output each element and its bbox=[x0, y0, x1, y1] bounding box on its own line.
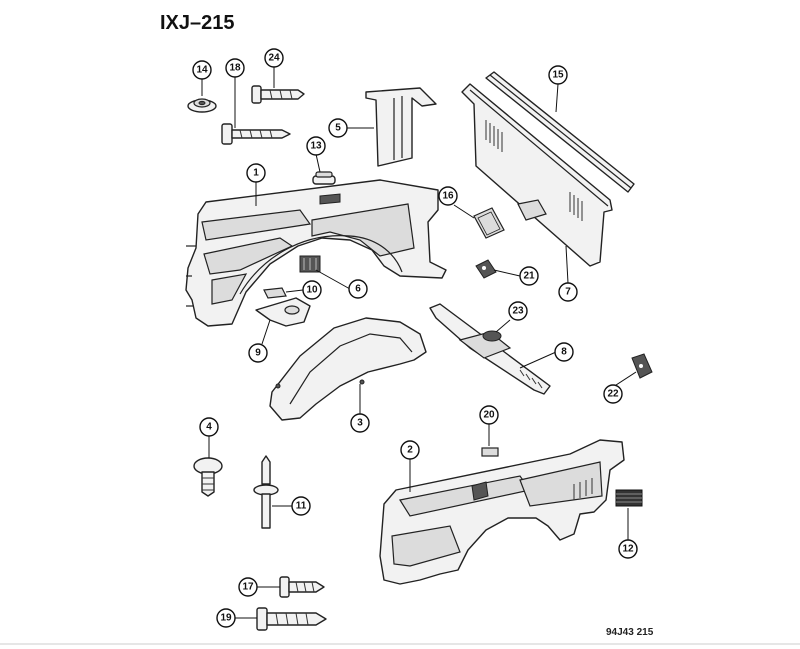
callout-16: 16 bbox=[438, 186, 458, 206]
callout-19: 19 bbox=[216, 608, 236, 628]
part-20-clip bbox=[481, 447, 499, 457]
part-11-rivet bbox=[253, 455, 279, 529]
part-14-retainer bbox=[187, 98, 217, 113]
part-22-clip bbox=[631, 353, 653, 379]
callout-22: 22 bbox=[603, 384, 623, 404]
callout-21-label: 21 bbox=[523, 271, 535, 282]
callout-23: 23 bbox=[508, 301, 528, 321]
callout-24: 24 bbox=[264, 48, 284, 68]
callout-12-label: 12 bbox=[622, 544, 634, 555]
part-19-screw bbox=[256, 607, 327, 631]
part-15-weatherstrip bbox=[485, 71, 635, 193]
callout-5-label: 5 bbox=[335, 123, 341, 134]
part-12-grille bbox=[615, 489, 643, 507]
callout-8-label: 8 bbox=[561, 347, 567, 358]
part-18-screw bbox=[221, 123, 291, 145]
callout-1: 1 bbox=[246, 163, 266, 183]
callout-2: 2 bbox=[400, 440, 420, 460]
part-1-quarter-trim-upper bbox=[185, 179, 447, 327]
callout-13-label: 13 bbox=[310, 141, 322, 152]
callout-21: 21 bbox=[519, 266, 539, 286]
callout-10: 10 bbox=[302, 280, 322, 300]
part-21-clip bbox=[475, 259, 497, 279]
part-6-pad bbox=[299, 255, 321, 273]
diagram-title: IXJ–215 bbox=[160, 12, 235, 34]
callout-19-label: 19 bbox=[220, 613, 232, 624]
part-16-pad bbox=[473, 207, 505, 239]
part-23-cap bbox=[482, 330, 502, 342]
part-4-push-pin bbox=[193, 457, 223, 497]
callout-20-label: 20 bbox=[483, 410, 495, 421]
callout-6-label: 6 bbox=[355, 284, 361, 295]
callout-4-label: 4 bbox=[206, 422, 212, 433]
callout-9-label: 9 bbox=[255, 348, 261, 359]
callout-23-label: 23 bbox=[512, 306, 524, 317]
callout-13: 13 bbox=[306, 136, 326, 156]
callout-16-label: 16 bbox=[442, 191, 454, 202]
callout-10-label: 10 bbox=[306, 285, 318, 296]
part-24-screw bbox=[251, 85, 305, 104]
vent-hatch-upper bbox=[485, 120, 503, 152]
callout-18-label: 18 bbox=[229, 63, 241, 74]
callout-5: 5 bbox=[328, 118, 348, 138]
callout-15-label: 15 bbox=[552, 70, 564, 81]
part-2-quarter-trim-lower bbox=[379, 439, 625, 585]
callout-3-label: 3 bbox=[357, 418, 363, 429]
callout-12: 12 bbox=[618, 539, 638, 559]
callout-18: 18 bbox=[225, 58, 245, 78]
leader-lines bbox=[201, 66, 637, 619]
part-5-bracket bbox=[365, 87, 437, 167]
part-10-tab bbox=[263, 287, 287, 299]
part-17-screw bbox=[279, 576, 325, 598]
callout-7: 7 bbox=[558, 282, 578, 302]
diagram-code: 94J43 215 bbox=[606, 627, 654, 638]
callout-9: 9 bbox=[248, 343, 268, 363]
callout-14-label: 14 bbox=[196, 65, 208, 76]
part-7-liftgate-panel bbox=[461, 83, 613, 267]
callout-2-label: 2 bbox=[407, 445, 413, 456]
callout-20: 20 bbox=[479, 405, 499, 425]
callout-3: 3 bbox=[350, 413, 370, 433]
callout-7-label: 7 bbox=[565, 287, 571, 298]
part-9-bracket bbox=[255, 297, 311, 327]
callout-4: 4 bbox=[199, 417, 219, 437]
callout-14: 14 bbox=[192, 60, 212, 80]
callout-1-label: 1 bbox=[253, 168, 259, 179]
callout-15: 15 bbox=[548, 65, 568, 85]
vent-hatch-lower bbox=[569, 192, 583, 221]
callout-11-label: 11 bbox=[296, 501, 307, 512]
callout-17-label: 17 bbox=[242, 582, 254, 593]
part-13-clip bbox=[312, 171, 336, 185]
callout-8: 8 bbox=[554, 342, 574, 362]
callout-17: 17 bbox=[238, 577, 258, 597]
part-3-wheelhouse-liner bbox=[269, 317, 427, 421]
callout-6: 6 bbox=[348, 279, 368, 299]
callout-11: 11 bbox=[291, 496, 311, 516]
part-8-sill-plate bbox=[429, 303, 551, 395]
callout-24-label: 24 bbox=[268, 53, 280, 64]
callout-22-label: 22 bbox=[607, 389, 619, 400]
